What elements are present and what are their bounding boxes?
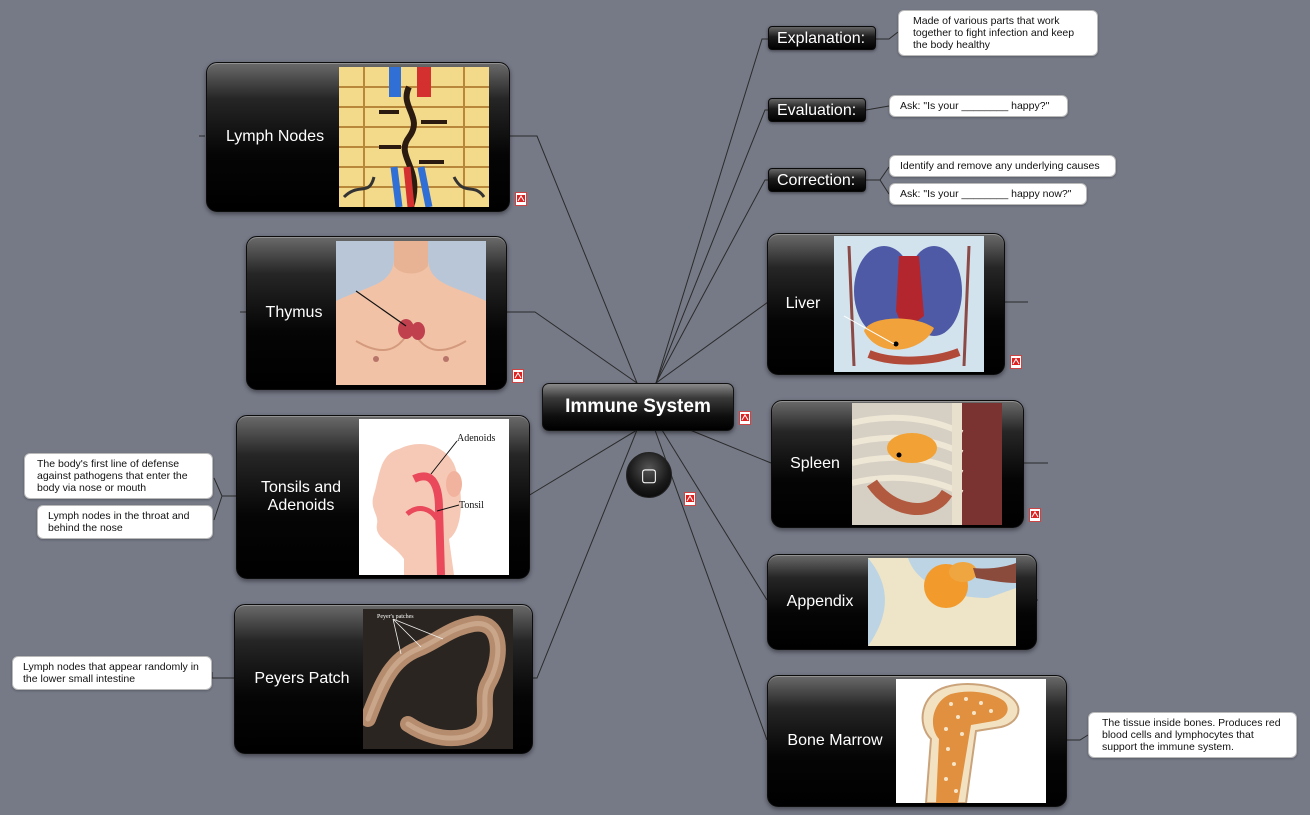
note-evaluation: Ask: "Is your ________ happy?" [889,95,1068,117]
pdf-attachment-icon[interactable] [739,411,751,425]
tag-evaluation[interactable]: Evaluation: [768,98,866,122]
pdf-attachment-icon[interactable] [512,369,524,383]
tonsil-callout: Tonsil [459,500,484,511]
topic-bone-marrow[interactable]: Bone Marrow [767,675,1067,807]
note-bone-marrow: The tissue inside bones. Produces red bl… [1088,712,1297,758]
central-topic-label: Immune System [565,396,711,417]
tag-explanation[interactable]: Explanation: [768,26,876,50]
topic-label: Tonsils and Adenoids [260,479,342,514]
topic-appendix[interactable]: Appendix [767,554,1037,650]
topic-label: Appendix [786,593,854,610]
topic-label: Thymus [265,304,323,321]
topic-label: Peyers Patch [254,670,350,687]
pdf-attachment-icon[interactable] [1029,508,1041,522]
note-explanation: Made of various parts that work together… [898,10,1098,56]
peyers-callout: Peyer's patches [377,614,414,620]
lymph-nodes-image [339,67,489,207]
thymus-image [336,241,486,385]
topic-lymph-nodes[interactable]: Lymph Nodes [206,62,510,212]
topic-label: Liver [785,295,821,312]
adenoids-callout: Adenoids [457,433,495,444]
note-correction-1: Identify and remove any underlying cause… [889,155,1116,177]
topic-spleen[interactable]: Spleen [771,400,1024,528]
note-correction-2: Ask: "Is your ________ happy now?" [889,183,1087,205]
pdf-attachment-icon[interactable] [1010,355,1022,369]
square-icon: ▢ [640,465,658,485]
tag-correction[interactable]: Correction: [768,168,866,192]
pdf-attachment-icon[interactable] [515,192,527,206]
collapse-toggle-button[interactable]: ▢ [626,452,672,498]
spleen-image [852,403,1002,525]
topic-label: Lymph Nodes [225,128,325,145]
topic-peyers-patch[interactable]: Peyers Patch Peyer's patches [234,604,533,754]
tonsils-adenoids-image: Adenoids Tonsil [359,419,509,575]
topic-liver[interactable]: Liver [767,233,1005,375]
note-tonsils-defense: The body's first line of defense against… [24,453,213,499]
note-peyers-patch: Lymph nodes that appear randomly in the … [12,656,212,690]
topic-label: Bone Marrow [787,732,883,749]
topic-label: Spleen [790,455,840,472]
liver-image [834,236,984,372]
bone-marrow-image [896,679,1046,803]
peyers-patch-image: Peyer's patches [363,609,513,749]
topic-thymus[interactable]: Thymus [246,236,507,390]
topic-tonsils-and-adenoids[interactable]: Tonsils and Adenoids Adenoids Tonsil [236,415,530,579]
pdf-attachment-icon[interactable] [684,492,696,506]
central-topic[interactable]: Immune System [542,383,734,431]
appendix-image [868,558,1016,646]
note-tonsils-location: Lymph nodes in the throat and behind the… [37,505,213,539]
